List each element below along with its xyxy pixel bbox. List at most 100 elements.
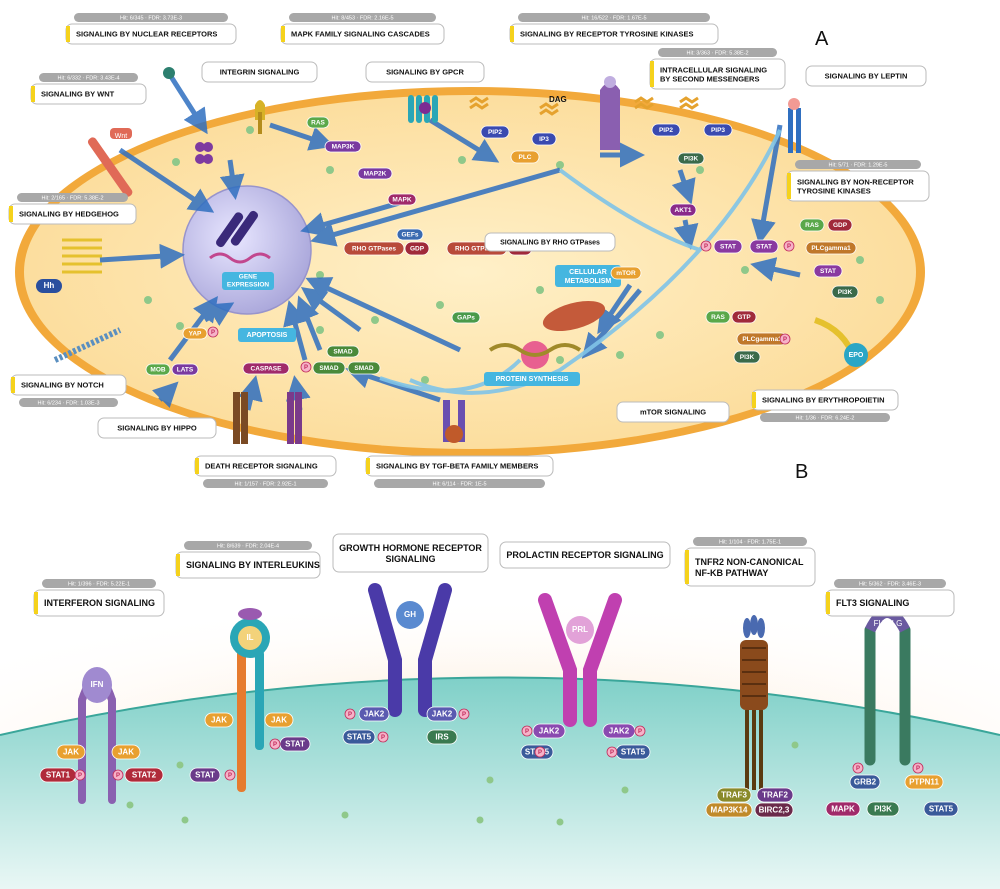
curved-paths — [379, 129, 782, 395]
panel-label-a: A — [815, 28, 829, 50]
ras3-label: RAS — [711, 314, 725, 321]
notch-title: SIGNALING BY NOTCH — [21, 381, 104, 390]
plcg1-label: PLCgamma1 — [811, 245, 851, 252]
ip3-label: IP3 — [539, 136, 549, 143]
vesicles — [144, 126, 884, 384]
dag-membrane-icons — [469, 96, 699, 116]
flt3-stat-bar — [834, 579, 946, 588]
wnt-stat-bar — [39, 73, 138, 82]
pi3k-label: PI3K — [684, 156, 699, 163]
phospho-badge-b — [521, 725, 533, 737]
prl-receptor-icon: PRL — [538, 593, 622, 727]
mtor-title: mTOR SIGNALING — [640, 408, 706, 417]
smad2-pill — [312, 361, 346, 375]
mrna-icon — [488, 343, 582, 357]
phospho-badge-a — [300, 361, 312, 373]
stat3-label: STAT — [820, 268, 836, 275]
pip2b-label: PIP2 — [659, 127, 673, 134]
pi3k-pill — [866, 801, 900, 817]
tnfr2-stat-text: Hit: 1/104 · FDR: 1.75E-1 — [719, 539, 781, 545]
rho1-label: RHO GTPases — [352, 246, 396, 253]
ptpn11-label: PTPN11 — [909, 778, 939, 787]
traf2-label: TRAF2 — [762, 791, 788, 800]
phospho-badge-b-label: P — [462, 712, 466, 718]
stat5-pill — [923, 801, 959, 817]
phospho-badge-b-label: P — [610, 750, 614, 756]
tnfr2-title-1: TNFR2 NON-CANONICAL — [695, 557, 804, 567]
phospho-badge-b — [377, 731, 389, 743]
phospho-badge-b-label: P — [228, 773, 232, 779]
gaps-label: GAPs — [457, 315, 475, 322]
mapk-title: MAPK FAMILY SIGNALING CASCADES — [291, 30, 430, 39]
epo-accent-bar — [752, 392, 756, 408]
pip3-label: PIP3 — [711, 127, 725, 134]
death-receptor-icon — [233, 392, 302, 444]
nonrtk-title-1: SIGNALING BY NON-RECEPTOR — [797, 178, 914, 187]
mapk-accent-bar — [281, 26, 285, 42]
gdp2-pill — [827, 218, 853, 232]
smad3-pill — [347, 361, 381, 375]
phospho-badge-b — [224, 769, 236, 781]
stat-b-label: STAT — [285, 740, 305, 749]
phospho-badge-a — [207, 326, 219, 338]
plc-pill — [510, 150, 540, 164]
phospho-badge-b-label: P — [538, 750, 542, 756]
ras3-pill — [705, 310, 731, 324]
epo-stat-text: Hit: 1/36 · FDR: 6.24E-2 — [796, 415, 855, 421]
phospho-badge-b-label: P — [116, 773, 120, 779]
phospho-badge-b — [74, 769, 86, 781]
rho2-label: RHO GTPases — [455, 246, 499, 253]
cellmet-label-2: METABOLISM — [565, 278, 612, 285]
stat2-label: STAT — [756, 244, 772, 251]
mtor-pill — [610, 266, 642, 280]
epo-stat-bar — [760, 413, 890, 422]
gh-title-2: SIGNALING — [385, 554, 435, 564]
phospho-badge-a-label: P — [304, 365, 308, 371]
hippo-title: SIGNALING BY HIPPO — [117, 424, 197, 433]
gpcr-title: SIGNALING BY GPCR — [386, 68, 464, 77]
dag-label: DAG — [549, 95, 567, 104]
ifn-stat-bar — [42, 579, 156, 588]
epo-title: SIGNALING BY ERYTHROPOIETIN — [762, 396, 885, 405]
stat3-pill — [813, 264, 843, 278]
ifn-receptor-icon: IFN — [78, 667, 116, 804]
irs-pill — [426, 729, 458, 745]
phospho-badge-b — [912, 762, 924, 774]
nuclear-title: SIGNALING BY NUCLEAR RECEPTORS — [76, 30, 217, 39]
il-accent-bar — [176, 554, 180, 576]
phospho-badge-b-label: P — [856, 766, 860, 772]
phospho-badge-b — [458, 708, 470, 720]
mob-label: MOB — [150, 367, 165, 374]
death-accent-bar — [195, 458, 199, 474]
wnt-title: SIGNALING BY WNT — [41, 90, 115, 99]
hedgehog-stat-bar — [17, 193, 128, 202]
pip2b-pill — [651, 123, 681, 137]
phospho-badge-b-label: P — [348, 712, 352, 718]
stat2-pill — [749, 239, 779, 254]
tnfr2-receptor-icon — [740, 615, 768, 790]
rtk-receptor-icon — [600, 76, 620, 150]
stat2-pill — [124, 767, 164, 783]
integrin-pathway-box — [201, 61, 318, 83]
wnt-accent-bar — [31, 86, 35, 102]
phospho-badge-b — [344, 708, 356, 720]
map3k-label: MAP3K — [332, 144, 355, 151]
gefs-label: GEFs — [402, 232, 419, 239]
grb2-label: GRB2 — [854, 778, 877, 787]
gh-title-1: GROWTH HORMONE RECEPTOR — [339, 543, 482, 553]
jak-b-label: JAK — [118, 748, 134, 757]
jak2-b-label: JAK2 — [432, 710, 453, 719]
rho-title: SIGNALING BY RHO GTPases — [500, 239, 600, 246]
death-stat-bar — [203, 479, 328, 488]
flt3lg-label: FLT3LG — [874, 619, 903, 628]
akt1-pill — [669, 203, 697, 217]
flt3-title: FLT3 SIGNALING — [836, 598, 909, 608]
plcg1-pill — [805, 241, 857, 255]
gh-label: GH — [404, 610, 416, 619]
jak-a-pill — [56, 744, 86, 760]
gtp2-pill — [731, 310, 757, 324]
phospho-badge-b — [534, 746, 546, 758]
gene-label-1: GENE — [239, 274, 258, 281]
plc-label: PLC — [519, 154, 532, 161]
